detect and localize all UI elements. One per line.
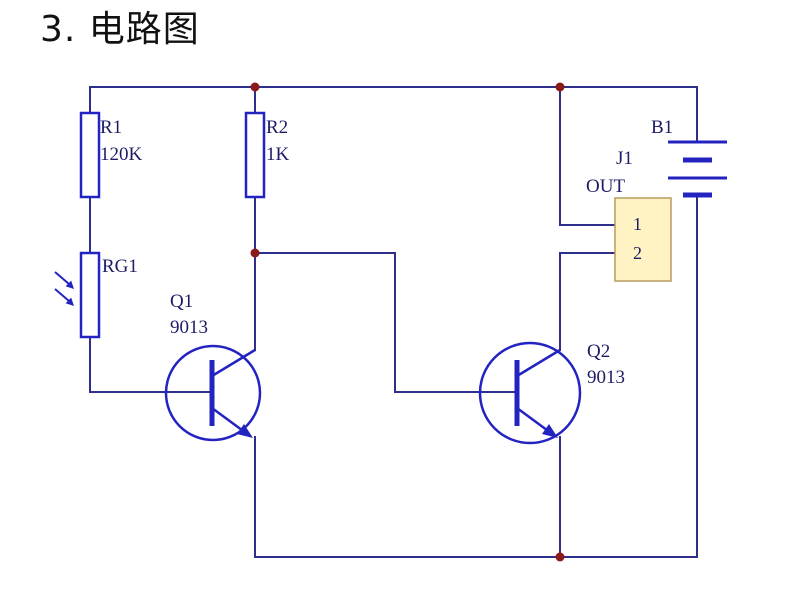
- transistor-outline: [478, 341, 582, 445]
- r1-value-label: 120K: [100, 144, 143, 165]
- photoresistor-rg1: RG1: [54, 251, 138, 339]
- q1-value-label: 9013: [170, 317, 208, 338]
- transistor-q2: Q2 9013: [478, 341, 625, 445]
- j1-value-label: OUT: [586, 176, 625, 197]
- j1-ref-label: J1: [616, 148, 633, 169]
- junction-dot: [250, 248, 260, 258]
- resistor-r1: R1 120K: [79, 111, 143, 199]
- b1-ref-label: B1: [651, 117, 673, 138]
- r2-ref-label: R2: [266, 117, 288, 138]
- junction-dot: [555, 552, 565, 562]
- connector-j1: 1 2 J1 OUT: [586, 148, 672, 282]
- connector-body: [614, 197, 672, 282]
- resistor-r2: R2 1K: [244, 111, 290, 199]
- q2-collector-wire: [559, 252, 616, 351]
- resistor-body: [244, 111, 266, 199]
- junction-dot: [555, 82, 565, 92]
- junctions: [250, 82, 565, 562]
- r1-ref-label: R1: [100, 117, 122, 138]
- transistor-q1: Q1 9013: [164, 291, 262, 442]
- transistor-collector-lead: [516, 348, 561, 378]
- wires: [89, 86, 698, 558]
- connector-pin-label: 2: [633, 243, 642, 263]
- q1-collector-q2-base-wire: [254, 252, 518, 393]
- j1-pin1-wire: [559, 86, 616, 226]
- rg1-q1-base-wire: [89, 336, 213, 393]
- transistor-collector-lead: [211, 348, 256, 378]
- emitter-arrow-icon: [237, 424, 253, 438]
- light-arrow-icon: [54, 288, 74, 306]
- page-title: 3. 电路图: [40, 9, 200, 50]
- junction-dot: [250, 82, 260, 92]
- transistor-outline: [164, 344, 262, 442]
- q2-value-label: 9013: [587, 367, 625, 388]
- rg1-ref-label: RG1: [102, 256, 138, 277]
- q1-ref-label: Q1: [170, 291, 193, 312]
- resistor-body: [79, 111, 101, 199]
- emitter-arrow-icon: [542, 424, 558, 438]
- r2-value-label: 1K: [266, 144, 290, 165]
- connector-pin-label: 1: [633, 214, 642, 234]
- photoresistor-body: [79, 251, 101, 339]
- light-arrow-icon: [54, 271, 74, 289]
- q2-ref-label: Q2: [587, 341, 610, 362]
- battery-b1: B1: [651, 117, 727, 198]
